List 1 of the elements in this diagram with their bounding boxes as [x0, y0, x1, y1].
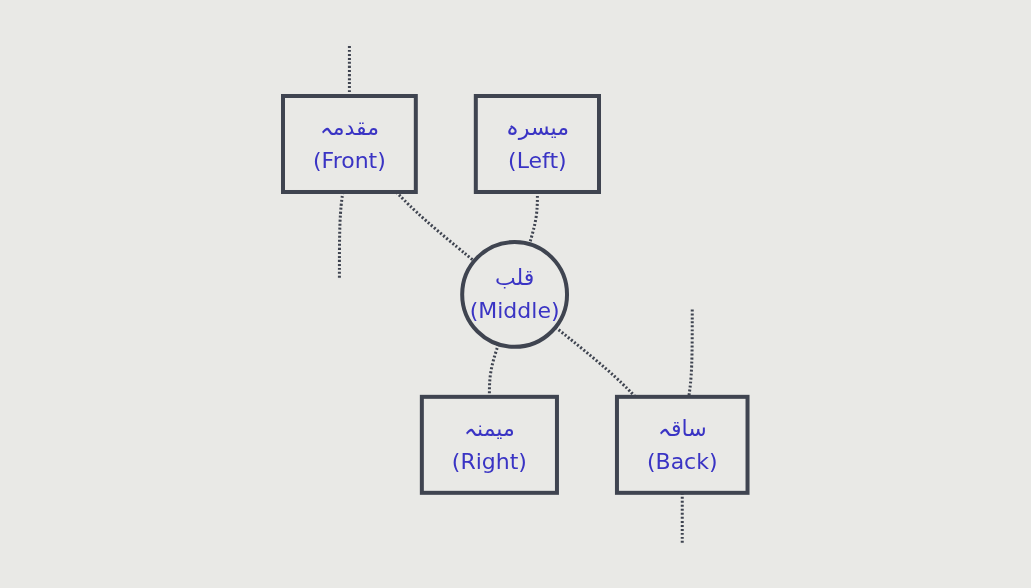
connector	[687, 309, 694, 397]
